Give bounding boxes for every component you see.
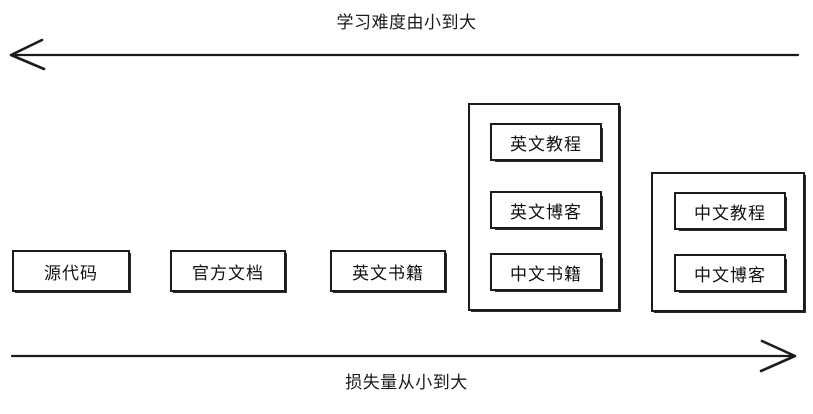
node-label: 官方文档 xyxy=(192,263,264,284)
group-chinese-resources: 中文教程 中文博客 xyxy=(651,172,805,312)
node-english-blog[interactable]: 英文博客 xyxy=(490,191,602,229)
node-label: 中文书籍 xyxy=(510,264,582,285)
bottom-axis-label: 损失量从小到大 xyxy=(345,373,468,393)
node-official-docs[interactable]: 官方文档 xyxy=(170,250,286,292)
right-arrow-icon xyxy=(10,339,797,373)
node-chinese-blog[interactable]: 中文博客 xyxy=(674,254,786,292)
node-source-code[interactable]: 源代码 xyxy=(12,250,130,292)
node-label: 英文书籍 xyxy=(352,263,424,284)
node-chinese-books[interactable]: 中文书籍 xyxy=(490,253,602,291)
node-label: 中文博客 xyxy=(694,265,766,286)
node-chinese-tutorial[interactable]: 中文教程 xyxy=(674,192,786,230)
node-english-tutorial[interactable]: 英文教程 xyxy=(490,123,602,161)
node-english-books[interactable]: 英文书籍 xyxy=(330,250,446,292)
node-label: 中文教程 xyxy=(694,203,766,224)
node-label: 源代码 xyxy=(44,263,98,284)
group-english-resources: 英文教程 英文博客 中文书籍 xyxy=(468,103,620,311)
left-arrow-icon xyxy=(9,38,800,71)
top-axis-label: 学习难度由小到大 xyxy=(336,13,477,33)
node-label: 英文博客 xyxy=(510,202,582,223)
node-label: 英文教程 xyxy=(510,134,582,155)
